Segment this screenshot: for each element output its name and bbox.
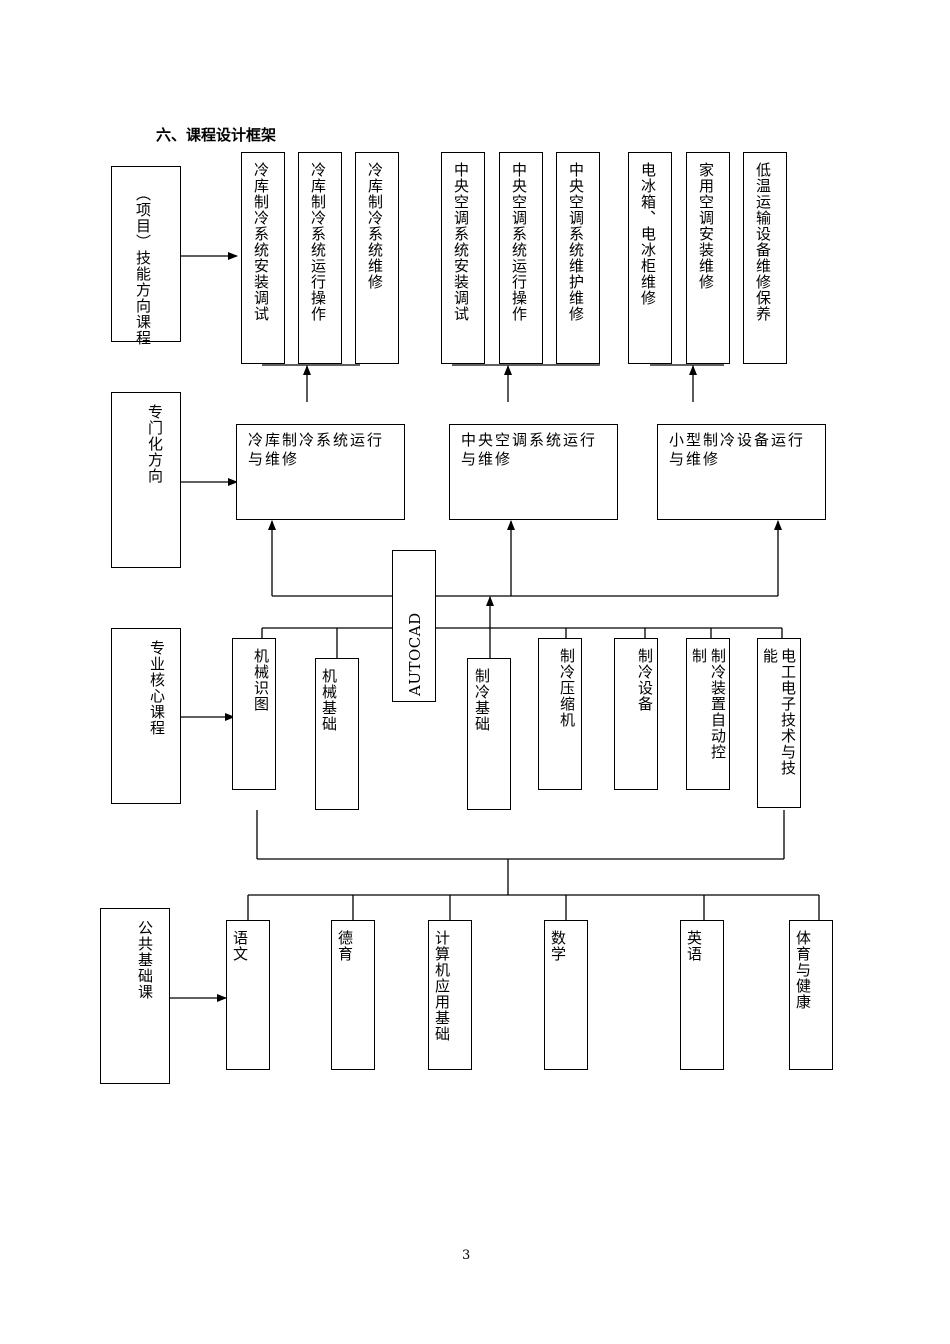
skill-course-text: 冷库制冷系统运行操作 [309, 162, 327, 322]
core-course-box [315, 658, 359, 810]
skill-course-text: 冷库制冷系统安装调试 [252, 162, 270, 322]
skill-course-box [743, 152, 787, 364]
skill-course-box [556, 152, 600, 364]
core-course-text-autocad: AUTOCAD [406, 612, 424, 696]
skill-course-box [241, 152, 285, 364]
skill-course-text: 中央空调系统维护维修 [567, 162, 585, 322]
core-course-text: 机械识图 [252, 648, 270, 712]
public-course-text: 体育与健康 [794, 930, 812, 1010]
skill-course-box [499, 152, 543, 364]
public-course-text: 德育 [336, 930, 354, 962]
specialized-course-line-1: 冷库制冷系统运行 [248, 431, 385, 449]
public-course-text: 数学 [549, 930, 567, 962]
core-course-text-col-b: 电工电子技术与技 [779, 648, 797, 776]
public-course-text: 计算机应用基础 [433, 930, 451, 1042]
core-course-text: 机械基础 [320, 668, 338, 732]
row-label-public-text: 公共基础课 [136, 920, 154, 1000]
skill-course-text: 中央空调系统运行操作 [510, 162, 528, 322]
skill-course-box [686, 152, 730, 364]
core-course-box [467, 658, 511, 810]
public-course-text: 语文 [231, 930, 249, 962]
public-course-box [789, 920, 833, 1070]
row-label-skill-text: （项目）技能方向课程 [134, 186, 152, 346]
public-course-box [544, 920, 588, 1070]
core-course-box [614, 638, 658, 790]
section-title: 六、课程设计框架 [156, 126, 277, 144]
row-label-core [111, 628, 181, 804]
core-course-text-col-a: 能 [761, 648, 779, 664]
specialized-course-line-1: 小型制冷设备运行 [669, 431, 806, 449]
specialized-course-line-1: 中央空调系统运行 [461, 431, 598, 449]
core-course-box [686, 638, 730, 790]
page-number: 3 [462, 1248, 471, 1263]
row-label-specialized [111, 392, 181, 568]
specialized-course-line-2: 与维修 [248, 450, 300, 468]
public-course-box [226, 920, 270, 1070]
core-course-text-col-b: 制冷装置自动控 [709, 648, 727, 760]
core-course-text-col-a: 制 [690, 648, 708, 664]
row-label-skill [111, 166, 181, 342]
core-course-text: 制冷基础 [473, 668, 491, 732]
specialized-course-line-2: 与维修 [461, 450, 513, 468]
public-course-box [331, 920, 375, 1070]
skill-course-text: 家用空调安装维修 [697, 162, 715, 290]
core-course-box [757, 638, 801, 808]
public-course-box [680, 920, 724, 1070]
core-course-box-autocad [392, 550, 436, 702]
core-course-box [538, 638, 582, 790]
specialized-course-box [236, 424, 405, 520]
skill-course-box [628, 152, 672, 364]
core-course-text: 制冷设备 [636, 648, 654, 712]
core-course-box [232, 638, 276, 790]
skill-course-text: 中央空调系统安装调试 [452, 162, 470, 322]
skill-course-text: 冷库制冷系统维修 [366, 162, 384, 290]
skill-course-box [355, 152, 399, 364]
core-course-text: 制冷压缩机 [558, 648, 576, 728]
specialized-course-line-2: 与维修 [669, 450, 721, 468]
public-course-box [428, 920, 472, 1070]
skill-course-text: 电冰箱、电冰柜维修 [639, 162, 657, 306]
skill-course-box [298, 152, 342, 364]
specialized-course-box [449, 424, 618, 520]
row-label-specialized-text: 专门化方向 [146, 404, 164, 484]
row-label-core-text: 专业核心课程 [148, 640, 166, 736]
specialized-course-box [657, 424, 826, 520]
public-course-text: 英语 [685, 930, 703, 962]
skill-course-box [441, 152, 485, 364]
skill-course-text: 低温运输设备维修保养 [754, 162, 772, 322]
row-label-public [100, 908, 170, 1084]
